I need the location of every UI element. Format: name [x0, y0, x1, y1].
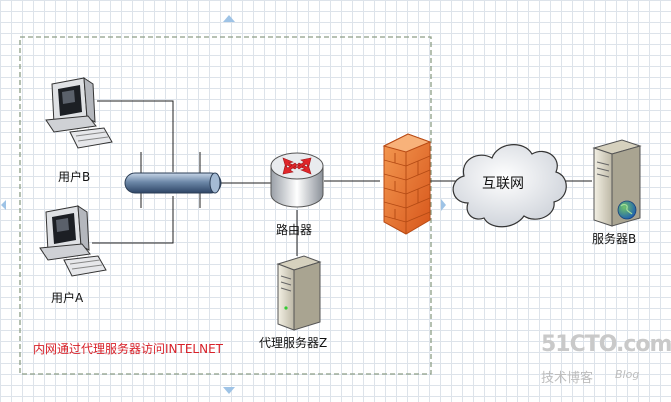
watermark-subtitle: 技术博客 — [541, 371, 594, 386]
pc-icon — [39, 205, 107, 277]
intranet-boundary — [19, 36, 432, 375]
diagram-caption: 内网通过代理服务器访问INTELNET — [33, 342, 224, 356]
label-router: 路由器 — [276, 223, 313, 237]
globe-icon — [617, 200, 637, 220]
label-user-b: 用户B — [58, 170, 91, 184]
label-internet: 互联网 — [482, 176, 524, 192]
right-marker-icon — [441, 199, 446, 211]
network-diagram — [1, 15, 642, 394]
bottom-marker-icon — [223, 387, 235, 394]
label-user-a: 用户A — [51, 291, 84, 305]
server-icon — [276, 255, 322, 331]
hub-bus-icon — [124, 152, 222, 208]
left-marker-icon — [1, 200, 6, 210]
firewall-icon — [382, 133, 432, 235]
label-proxy-server: 代理服务器Z — [259, 336, 328, 350]
label-server-b: 服务器B — [592, 232, 637, 246]
top-marker-icon — [223, 15, 235, 22]
cloud-icon — [452, 144, 567, 228]
watermark-blog: Blog — [615, 368, 640, 381]
watermark-logo: 51CTO.com — [541, 332, 671, 357]
router-icon — [270, 152, 324, 208]
pc-icon — [45, 77, 113, 149]
